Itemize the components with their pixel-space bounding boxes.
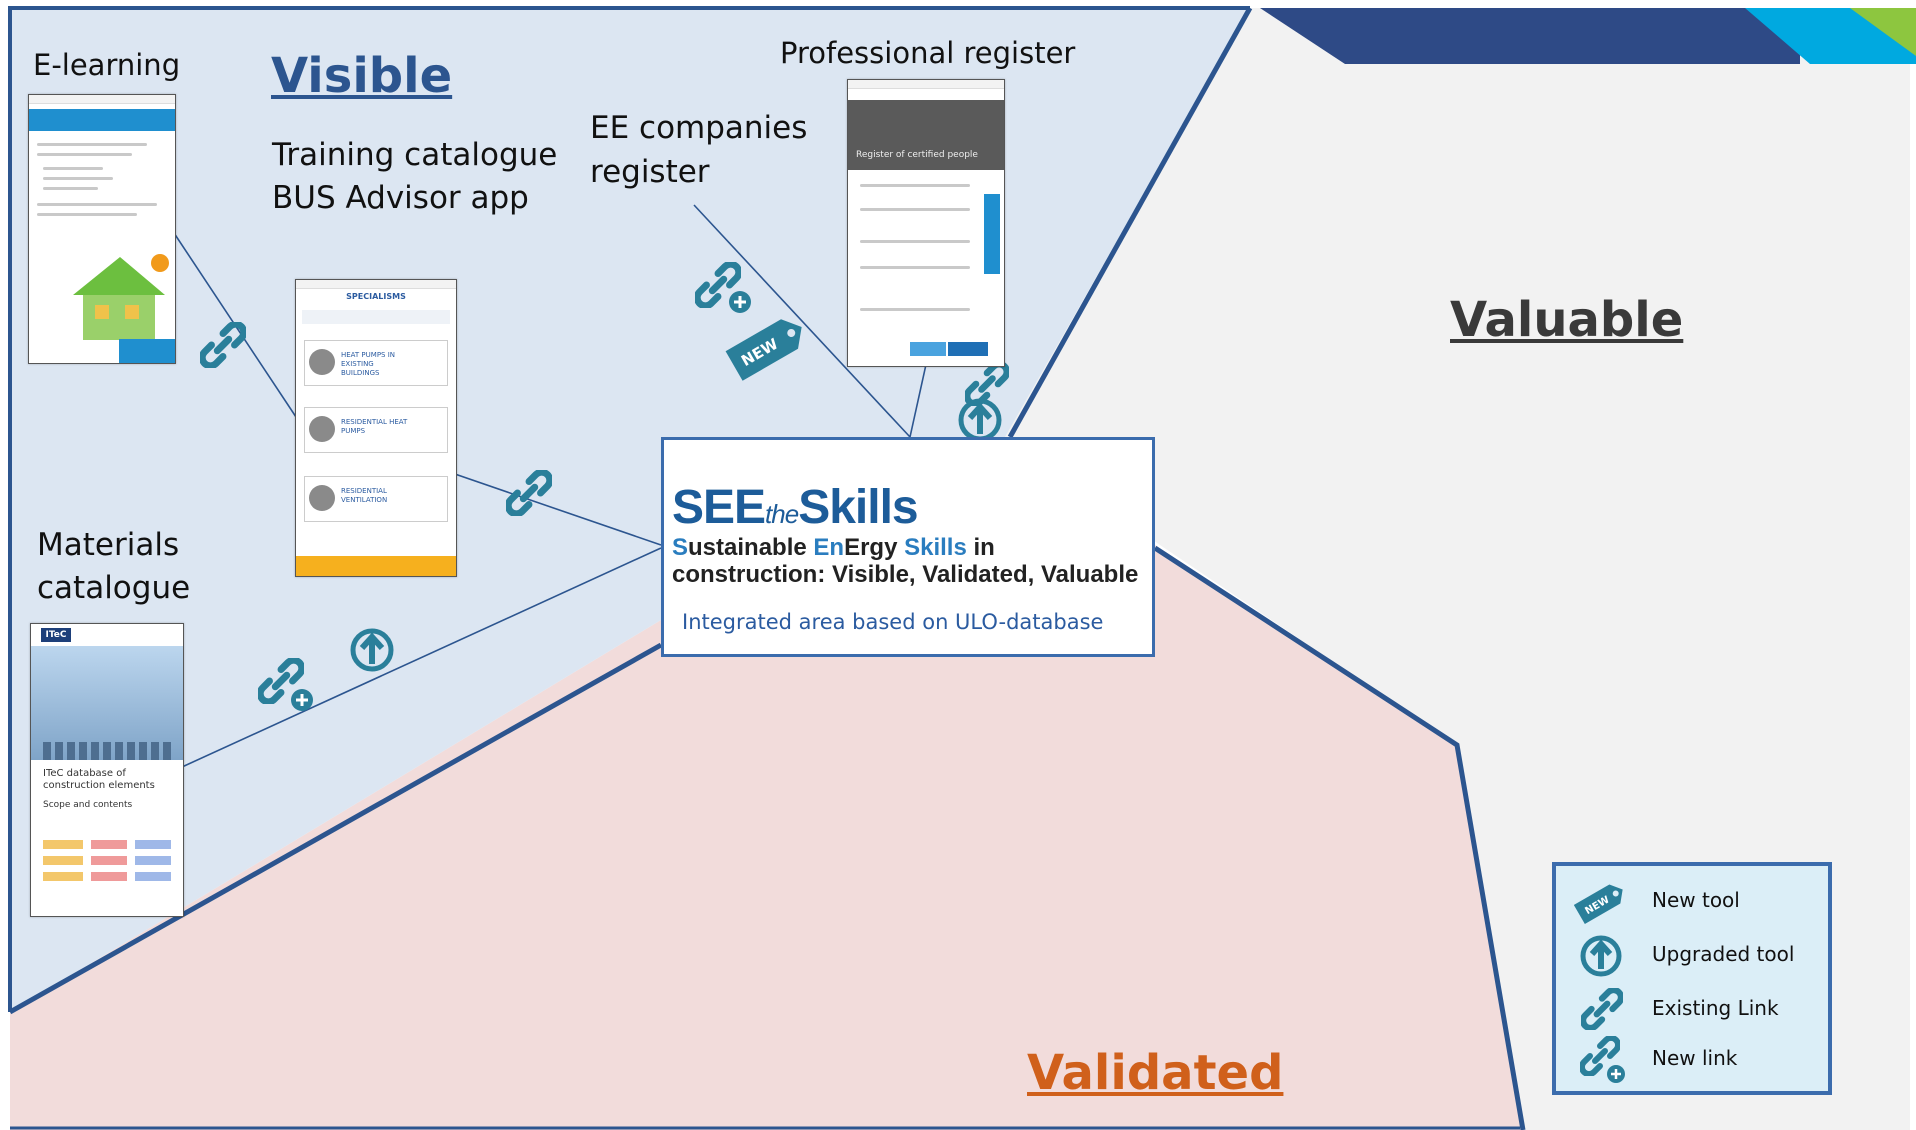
training-catalogue-label: Training catalogue: [272, 137, 558, 173]
itec-subheading: Scope and contents: [43, 800, 133, 810]
tagline-part: Ergy: [844, 534, 905, 561]
corner-green-band: [1850, 8, 1916, 56]
register-banner: Register of certified people: [856, 150, 978, 160]
link-plus-icon: [260, 660, 313, 711]
visible-valuable-border: [1007, 6, 1253, 439]
visible-outline: [8, 6, 1250, 1012]
new-tag-icon: NEW: [1574, 884, 1623, 925]
tagline-line-1: Sustainable EnErgy Skills in: [672, 534, 1138, 561]
brand-prefix: SEE: [672, 481, 766, 534]
link-plus-icon: [697, 264, 751, 313]
app-item-1: HEAT PUMPS IN EXISTING BUILDINGS: [341, 351, 396, 377]
bus-advisor-screenshot: SPECIALISMS HEAT PUMPS IN EXISTING BUILD…: [295, 279, 457, 577]
integrated-area-text: Integrated area based on ULO-database: [682, 610, 1104, 634]
legend-label: Existing Link: [1652, 996, 1779, 1020]
legend-item-existing-link: Existing Link: [1556, 984, 1828, 1034]
legend-label: Upgraded tool: [1652, 942, 1795, 966]
brand-mid: the: [765, 499, 799, 529]
legend: NEW New tool Upgraded tool Existing Link: [1552, 862, 1832, 1095]
valuable-heading: Valuable: [1450, 292, 1684, 348]
professional-register-screenshot: Register of certified people: [847, 79, 1005, 367]
elearning-label: E-learning: [33, 48, 181, 82]
visible-validated-border: [8, 642, 663, 1015]
brand-logo: SEEtheSkills: [672, 480, 919, 535]
visible-heading: Visible: [271, 48, 453, 104]
tagline-part: Skills: [904, 534, 967, 561]
tagline-part: in: [966, 534, 995, 561]
tagline-line-2: construction: Visible, Validated, Valuab…: [672, 561, 1139, 588]
bus-advisor-label: BUS Advisor app: [272, 180, 529, 216]
brand-suffix: Skills: [798, 481, 918, 534]
tagline-part: ustainable: [688, 534, 814, 561]
legend-label: New tool: [1652, 888, 1740, 912]
house-illustration: [73, 254, 169, 340]
itec-heading: ITeC database of construction elements: [43, 768, 155, 791]
upgrade-arrow-icon: [350, 628, 394, 672]
ee-companies-label-2: register: [590, 154, 710, 190]
link-plus-icon: [1574, 1034, 1625, 1083]
tagline: Sustainable EnErgy Skills in constructio…: [672, 534, 1138, 588]
materials-label: Materials: [37, 527, 180, 563]
valuable-region: [1005, 8, 1910, 1130]
professional-register-label: Professional register: [780, 36, 1076, 70]
elearning-screenshot: [28, 94, 176, 364]
legend-item-new-link: New link: [1556, 1034, 1828, 1084]
itec-logo: ITeC: [41, 628, 71, 642]
ee-companies-label: EE companies: [590, 110, 808, 146]
legend-item-new-tool: NEW New tool: [1556, 876, 1828, 926]
central-hub-box: SEEtheSkills Sustainable EnErgy Skills i…: [661, 437, 1155, 657]
legend-item-upgraded-tool: Upgraded tool: [1556, 930, 1828, 980]
validated-region: [10, 545, 1523, 1130]
materials-catalogue-screenshot: ITeC ITeC database of construction eleme…: [30, 623, 184, 917]
validated-heading: Validated: [1027, 1045, 1284, 1101]
corner-navy-band: [1260, 8, 1800, 64]
materials-label-2: catalogue: [37, 570, 191, 606]
app-item-2: RESIDENTIAL HEAT PUMPS: [341, 418, 408, 435]
app-title: SPECIALISMS: [346, 292, 406, 301]
link-icon: [1574, 984, 1628, 1034]
tagline-part: S: [672, 534, 689, 561]
connector-professional: [909, 359, 928, 438]
upgrade-arrow-icon: [1580, 935, 1622, 977]
connector-ee-register: [693, 204, 911, 438]
connector-materials: [181, 547, 662, 768]
tagline-part: En: [813, 534, 845, 561]
validated-valuable-border: [1153, 545, 1526, 1130]
app-item-3: RESIDENTIAL VENTILATION: [341, 487, 388, 504]
legend-label: New link: [1652, 1046, 1738, 1070]
